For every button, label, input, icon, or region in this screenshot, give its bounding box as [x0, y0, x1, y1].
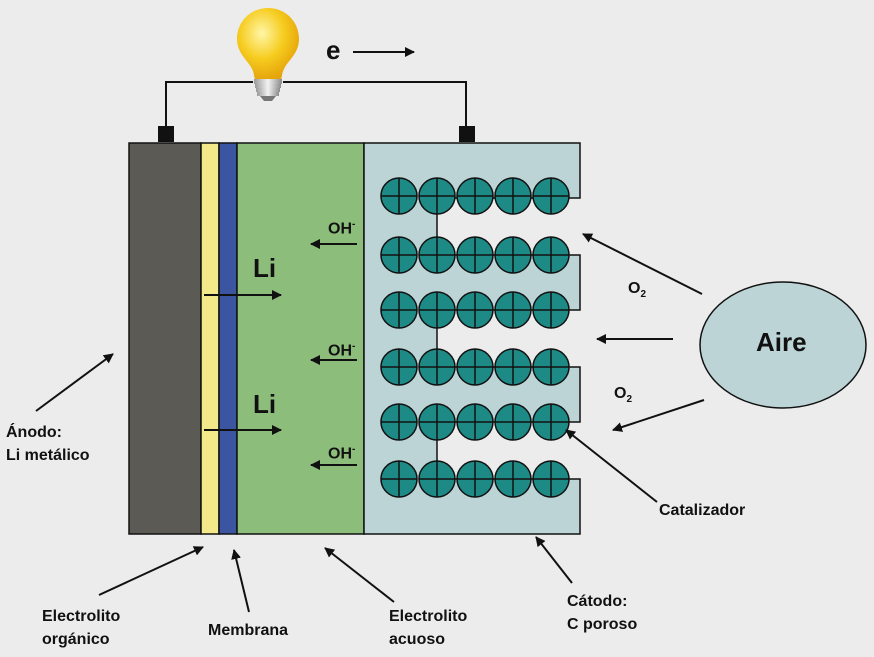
catalyst-particle: [532, 348, 570, 386]
catalyst-particle: [494, 236, 532, 274]
li-ion-label: Li: [253, 389, 277, 419]
catalyst-particle: [418, 403, 456, 441]
cathode-pointer-arrow-icon: [535, 536, 573, 584]
oxygen-label: O2: [614, 385, 633, 406]
circuit-wire: [165, 81, 467, 130]
catalyst-particle: [532, 177, 570, 215]
aqueous-electrolyte-pointer-arrow-icon: [324, 547, 395, 603]
air-ellipse: [699, 281, 867, 409]
catalyst-particle: [456, 291, 494, 329]
oxygen-label: O2: [628, 280, 647, 301]
catalyst-particle: [456, 403, 494, 441]
electron-label: e: [326, 35, 341, 65]
catalyst-particle: [532, 460, 570, 498]
hydroxide-label: OH-: [328, 444, 356, 463]
membrane-label: Membrana: [208, 622, 289, 639]
air-label: Aire: [756, 327, 807, 357]
catalyst-particle: [418, 236, 456, 274]
catalyst-particles: [380, 177, 570, 498]
anode-label: Ánodo:Li metálico: [6, 424, 90, 464]
organic-electrolyte-layer: [200, 142, 220, 535]
catalyst-particle: [494, 348, 532, 386]
catalyst-particle: [494, 403, 532, 441]
catalyst-particle: [494, 460, 532, 498]
membrane-pointer-arrow-icon: [231, 549, 250, 613]
catalyst-particle: [380, 291, 418, 329]
catalyst-particle: [456, 460, 494, 498]
organic-electrolyte-pointer-arrow-icon: [98, 546, 204, 596]
anode-layer: [128, 142, 202, 535]
light-bulb-icon: [237, 8, 299, 101]
catalyst-particle: [456, 177, 494, 215]
cathode-terminal: [459, 126, 475, 142]
oxygen-arrow-icon: [612, 399, 705, 432]
catalyst-particle: [532, 403, 570, 441]
catalyst-particle: [418, 460, 456, 498]
aqueous-electrolyte-layer: [236, 142, 365, 535]
catalyst-particle: [380, 403, 418, 441]
catalyst-particle: [380, 177, 418, 215]
catalyst-pointer-arrow-icon: [565, 429, 658, 503]
catalyst-particle: [418, 348, 456, 386]
catalyst-particle: [380, 460, 418, 498]
oxygen-arrow-icon: [582, 233, 703, 295]
catalyst-particle: [418, 291, 456, 329]
catalyst-particle: [532, 236, 570, 274]
catalyst-label: Catalizador: [659, 502, 746, 519]
membrane-layer: [218, 142, 238, 535]
hydroxide-label: OH-: [328, 341, 356, 360]
catalyst-particle: [418, 177, 456, 215]
catalyst-particle: [494, 177, 532, 215]
li-ion-label: Li: [253, 253, 277, 283]
catalyst-particle: [456, 348, 494, 386]
hydroxide-label: OH-: [328, 219, 356, 238]
catalyst-particle: [456, 236, 494, 274]
catalyst-particle: [532, 291, 570, 329]
catalyst-particle: [380, 236, 418, 274]
anode-pointer-arrow-icon: [35, 353, 114, 412]
catalyst-particle: [494, 291, 532, 329]
catalyst-particle: [380, 348, 418, 386]
cathode-label: Cátodo:C poroso: [567, 593, 638, 633]
anode-terminal: [158, 126, 174, 142]
